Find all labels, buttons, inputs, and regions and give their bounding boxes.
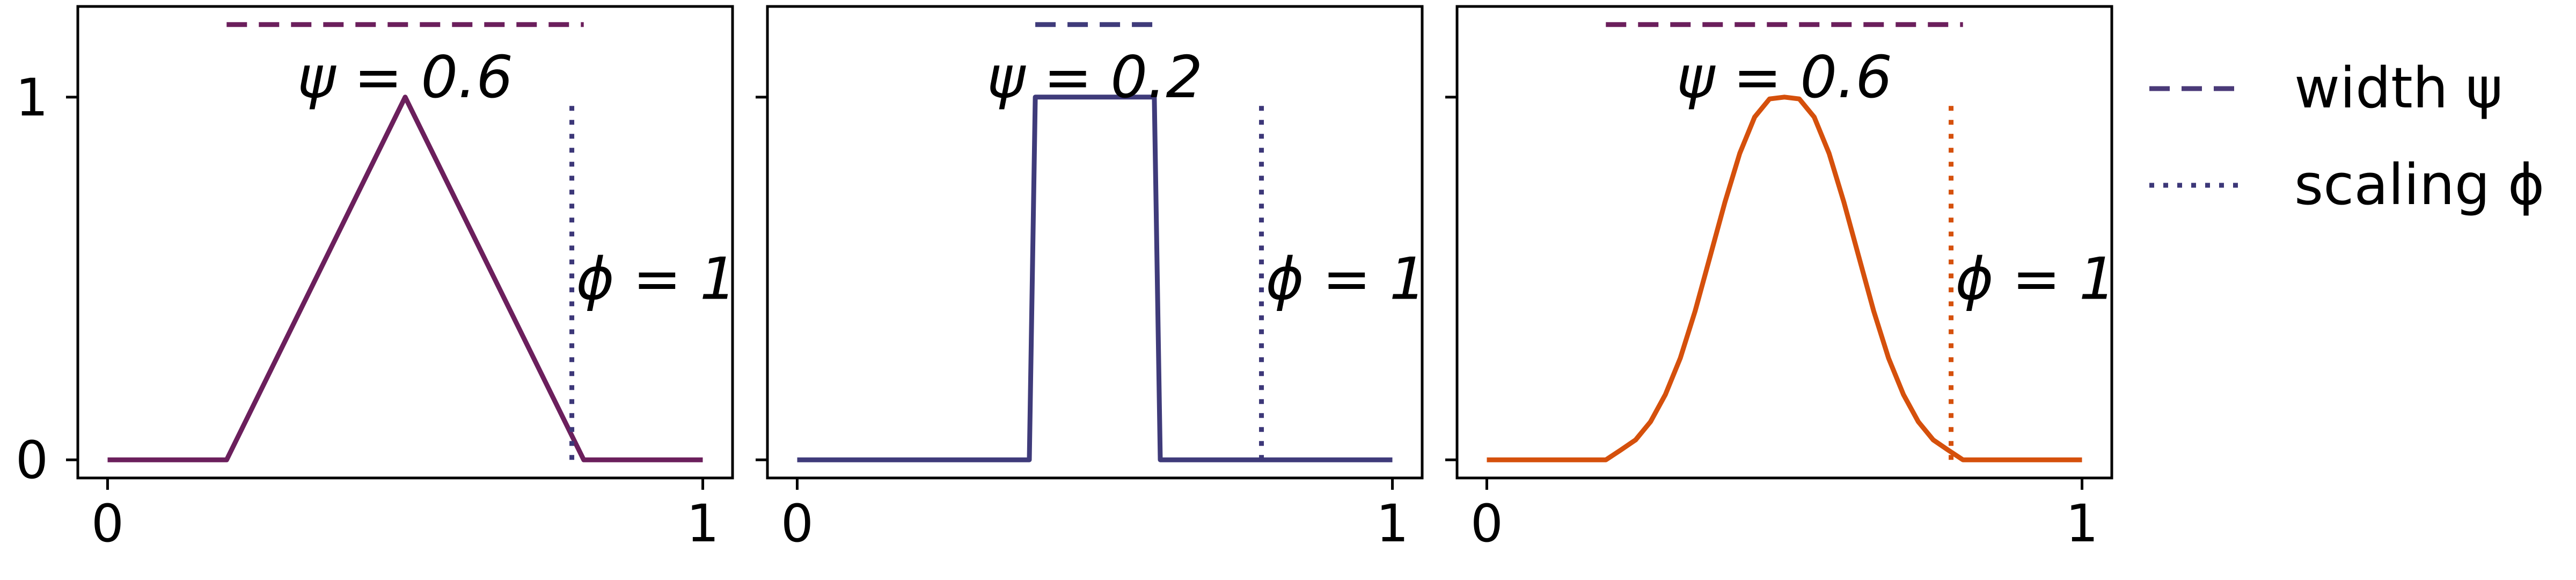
x-tick-label: 1 <box>1376 494 1409 554</box>
legend: width ψ scaling ϕ <box>2149 55 2544 218</box>
width-label: ψ = 0.2 <box>987 44 1203 111</box>
x-tick-label: 0 <box>91 494 124 554</box>
scaling-label: ϕ = 1 <box>1956 246 2116 313</box>
scaling-label: ϕ = 1 <box>576 246 737 313</box>
x-tick-label: 0 <box>1470 494 1503 554</box>
scaling-label: ϕ = 1 <box>1266 246 1426 313</box>
width-label: ψ = 0.6 <box>297 44 513 111</box>
panels: ψ = 0.6 ϕ = 1 0 1 0 1 ψ = 0.2 ϕ = 1 0 1 ψ = 0.6 ϕ =… <box>16 5 2116 554</box>
chart-panel-1: ψ = 0.6 ϕ = 1 0 1 0 1 <box>16 5 737 554</box>
axes-frame <box>766 5 1424 480</box>
legend-width-label: width ψ <box>2294 55 2502 121</box>
x-tick-label: 1 <box>2066 494 2098 554</box>
y-tick-label: 0 <box>16 430 48 490</box>
axes-frame <box>76 5 734 480</box>
width-label: ψ = 0.6 <box>1677 44 1892 111</box>
series-line <box>797 95 1393 462</box>
axes-frame <box>1455 5 2113 480</box>
x-tick-label: 1 <box>686 494 719 554</box>
series-line <box>107 95 703 462</box>
y-tick-label: 1 <box>16 68 48 128</box>
x-tick-label: 0 <box>781 494 814 554</box>
series-line <box>1487 95 2082 462</box>
legend-scaling-label: scaling ϕ <box>2294 152 2544 218</box>
chart-panel-2: ψ = 0.2 ϕ = 1 0 1 <box>756 5 1426 554</box>
chart-panel-3: ψ = 0.6 ϕ = 1 0 1 <box>1445 5 2116 554</box>
